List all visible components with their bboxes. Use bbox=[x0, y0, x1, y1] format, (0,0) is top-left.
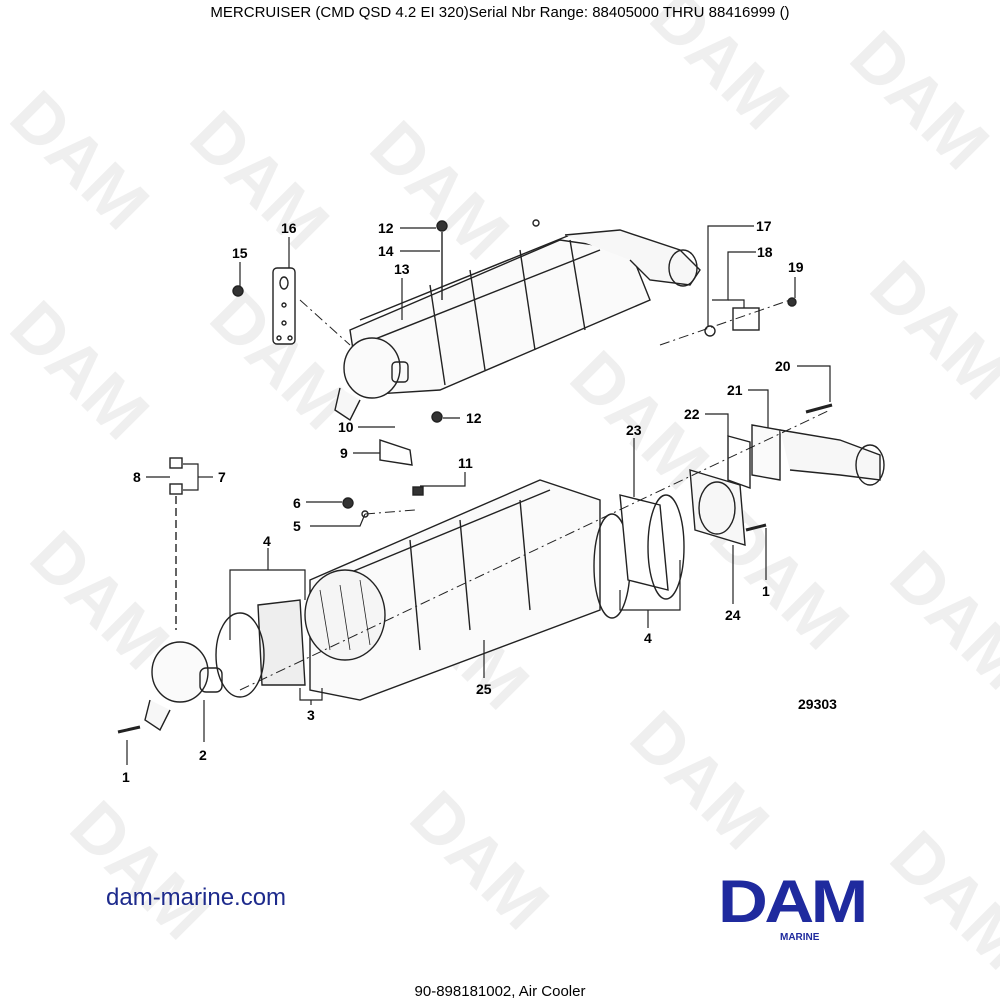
callout-5: 5 bbox=[293, 518, 301, 534]
callout-12: 12 bbox=[378, 220, 394, 236]
callout-21: 21 bbox=[727, 382, 743, 398]
callout-13: 13 bbox=[394, 261, 410, 277]
callout-15: 15 bbox=[232, 245, 248, 261]
callout-10: 10 bbox=[338, 419, 354, 435]
callout-14: 14 bbox=[378, 243, 394, 259]
callout-20: 20 bbox=[775, 358, 791, 374]
callout-1b: 1 bbox=[762, 583, 770, 599]
callout-18: 18 bbox=[757, 244, 773, 260]
callout-4b: 4 bbox=[644, 630, 652, 646]
callout-17: 17 bbox=[756, 218, 772, 234]
callout-labels: 1 2 3 4 5 6 7 8 9 10 11 12 12 13 14 15 1… bbox=[122, 218, 804, 785]
callout-3: 3 bbox=[307, 707, 315, 723]
callout-11: 11 bbox=[458, 455, 473, 471]
brand-logo: DAM MARINE bbox=[718, 872, 898, 944]
callout-22: 22 bbox=[684, 406, 700, 422]
callout-4: 4 bbox=[263, 533, 271, 549]
callout-12b: 12 bbox=[466, 410, 482, 426]
page-title: MERCRUISER (CMD QSD 4.2 EI 320)Serial Nb… bbox=[210, 4, 790, 21]
callout-2: 2 bbox=[199, 747, 207, 763]
callout-19: 19 bbox=[788, 259, 804, 275]
callout-6: 6 bbox=[293, 495, 301, 511]
callout-25: 25 bbox=[476, 681, 492, 697]
callout-7: 7 bbox=[218, 469, 226, 485]
callout-23: 23 bbox=[626, 422, 642, 438]
diagram-caption: 90-898181002, Air Cooler bbox=[414, 983, 586, 1000]
callout-24: 24 bbox=[725, 607, 741, 623]
logo-subtitle: MARINE bbox=[780, 932, 820, 943]
site-link[interactable]: dam-marine.com bbox=[106, 884, 287, 911]
logo-text: DAM bbox=[718, 868, 868, 935]
callout-16: 16 bbox=[281, 220, 297, 236]
callout-9: 9 bbox=[340, 445, 348, 461]
callout-8: 8 bbox=[133, 469, 141, 485]
callout-1: 1 bbox=[122, 769, 130, 785]
figure-number: 29303 bbox=[798, 696, 837, 712]
